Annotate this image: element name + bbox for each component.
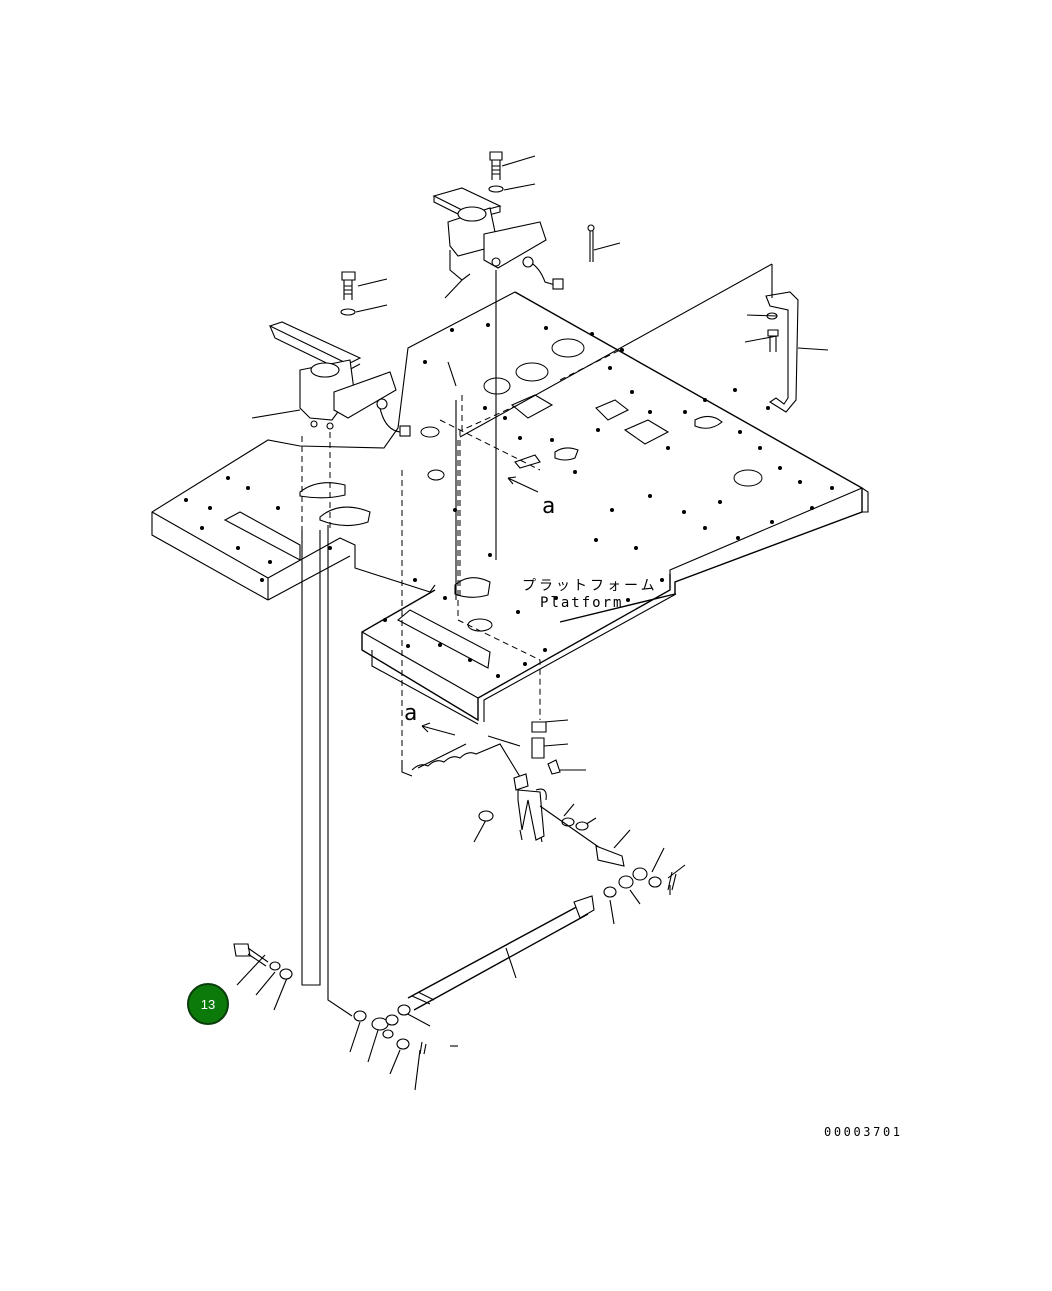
control-rods <box>301 270 497 1017</box>
view-arrow-top <box>507 476 539 493</box>
callout-number: 13 <box>201 997 215 1012</box>
leader-lines <box>236 155 829 1091</box>
view-marker-top: a <box>542 494 555 519</box>
platform-plate <box>151 291 869 725</box>
drawing-number: 00003701 <box>824 1125 903 1139</box>
left-pedal-assembly <box>268 271 411 437</box>
bottom-fasteners <box>233 943 427 1055</box>
upper-pedal-assembly <box>432 151 595 290</box>
spring-linkage <box>411 721 625 867</box>
platform-label-en: Platform <box>540 595 623 611</box>
callout-marker[interactable]: 13 <box>187 983 229 1025</box>
hidden-lines <box>301 349 621 760</box>
right-bracket <box>765 291 799 413</box>
view-arrow-bottom <box>421 722 456 736</box>
platform-label-jp: プラットフォーム <box>522 578 658 594</box>
tie-rod <box>407 867 677 1011</box>
plate-bolt-holes <box>184 323 834 678</box>
view-marker-bottom: a <box>404 701 417 726</box>
